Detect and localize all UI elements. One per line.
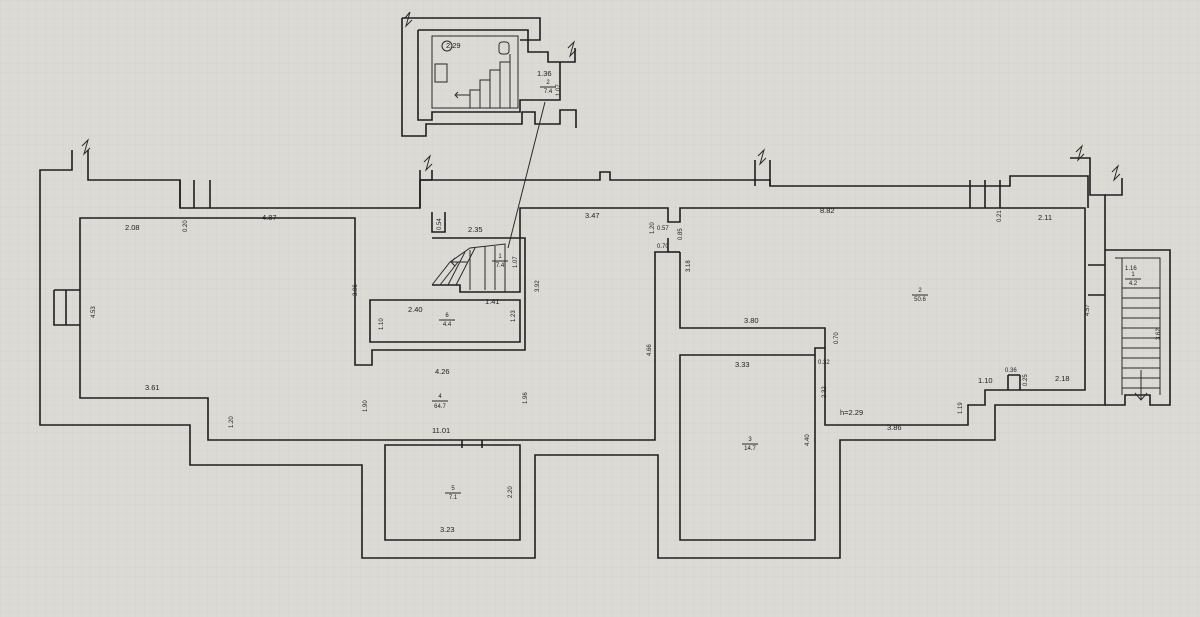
toilet-fixture — [434, 40, 510, 83]
dimension-label: 8.82 — [820, 206, 835, 215]
annex-number: 2 — [546, 80, 550, 86]
dimension-label: 0.32 — [818, 360, 830, 366]
annex-area: 7.4 — [544, 89, 553, 95]
dimension-label: 1.07 — [556, 84, 562, 96]
ceiling-height-note: h=2.29 — [840, 408, 863, 417]
dimension-label: 0.21 — [997, 210, 1003, 222]
dimension-label: 4.87 — [262, 213, 277, 222]
dimension-label: 0.70 — [834, 332, 840, 344]
dimension-label: 3.33 — [735, 360, 750, 369]
room-4-area: 64.7 — [434, 404, 446, 410]
room-3-number: 3 — [748, 437, 752, 443]
dimension-label: 2.18 — [1055, 374, 1070, 383]
annex-walls — [401, 17, 577, 137]
dimension-label: 4.26 — [435, 367, 450, 376]
dimension-label: 4.53 — [91, 306, 97, 318]
annex-stair — [454, 54, 511, 108]
dimension-label: 3.61 — [145, 383, 160, 392]
annex-leader-line — [507, 101, 546, 249]
dimension-label: 0.70 — [657, 244, 669, 250]
dimension-label: 4.66 — [647, 344, 653, 356]
dimension-label: 0.57 — [657, 226, 669, 232]
dimension-label: 1.36 — [537, 69, 552, 78]
dimension-label: 3.18 — [686, 260, 692, 272]
dimension-label: 1.10 — [379, 318, 385, 330]
break-marks — [81, 11, 1121, 182]
dimension-label: 3.92 — [535, 280, 541, 292]
dimension-label: 0.54 — [437, 218, 443, 230]
inner-walls — [53, 207, 1105, 541]
dimension-label: 1.41 — [485, 297, 500, 306]
room-3-area: 14.7 — [744, 446, 756, 452]
room-2-area: 50.6 — [914, 297, 926, 303]
dimension-label: 1.20 — [229, 416, 235, 428]
exterior-stair-area: 4.2 — [1129, 281, 1138, 287]
dimension-label: 1.19 — [958, 402, 964, 414]
dimension-label: 2.40 — [408, 305, 423, 314]
dimension-labels: 2.29 1.36 1.07 2.08 0.20 4.87 0.54 2.35 … — [91, 41, 1162, 534]
dimension-label: 3.80 — [744, 316, 759, 325]
exterior-stair-number: 1 — [1131, 272, 1135, 278]
dimension-label: 1.16 — [1125, 266, 1137, 272]
dimension-label: 2.35 — [468, 225, 483, 234]
dimension-label: 0.20 — [183, 220, 189, 232]
dimension-label: 0.85 — [678, 228, 684, 240]
room-2-number: 2 — [918, 288, 922, 294]
dimension-label: 2.20 — [508, 486, 514, 498]
dimension-label: 4.40 — [805, 434, 811, 446]
dimension-label: 3.47 — [585, 211, 600, 220]
dimension-label: 1.20 — [650, 222, 656, 234]
room-5-area: 7.1 — [449, 495, 458, 501]
dimension-label: 1.23 — [511, 310, 517, 322]
dimension-label: 1.10 — [978, 376, 993, 385]
room-4-number: 4 — [438, 394, 442, 400]
room-5-number: 5 — [451, 486, 455, 492]
dimension-label: 0.36 — [1005, 368, 1017, 374]
dimension-label: 2.32 — [822, 386, 828, 398]
dimension-label: 3.86 — [887, 423, 902, 432]
dimension-label: 0.25 — [1023, 374, 1029, 386]
dimension-label: 3.23 — [440, 525, 455, 534]
internal-stair — [431, 243, 506, 292]
dimension-label: 2.11 — [1038, 213, 1052, 222]
stair-1-area: 7.4 — [496, 263, 505, 269]
room-6-area: 4.4 — [443, 322, 452, 328]
dimension-label: 1.07 — [513, 256, 519, 268]
exterior-stair — [1105, 249, 1171, 406]
dimension-label: 3.62 — [1156, 328, 1162, 340]
room-labels: 4 64.7 2 50.6 3 14.7 5 7.1 6 4.4 1 7.4 1… — [432, 80, 1141, 501]
stair-1-number: 1 — [498, 254, 502, 260]
dimension-label: 1.96 — [523, 392, 529, 404]
dimension-label: 2.08 — [125, 223, 140, 232]
dimension-label: 3.96 — [353, 284, 359, 296]
dimension-label: 2.29 — [446, 41, 461, 50]
dimension-label: 1.90 — [363, 400, 369, 412]
dimension-label: 4.57 — [1085, 304, 1091, 316]
room-6-number: 6 — [445, 313, 449, 319]
dimension-label: 11.01 — [432, 426, 450, 435]
